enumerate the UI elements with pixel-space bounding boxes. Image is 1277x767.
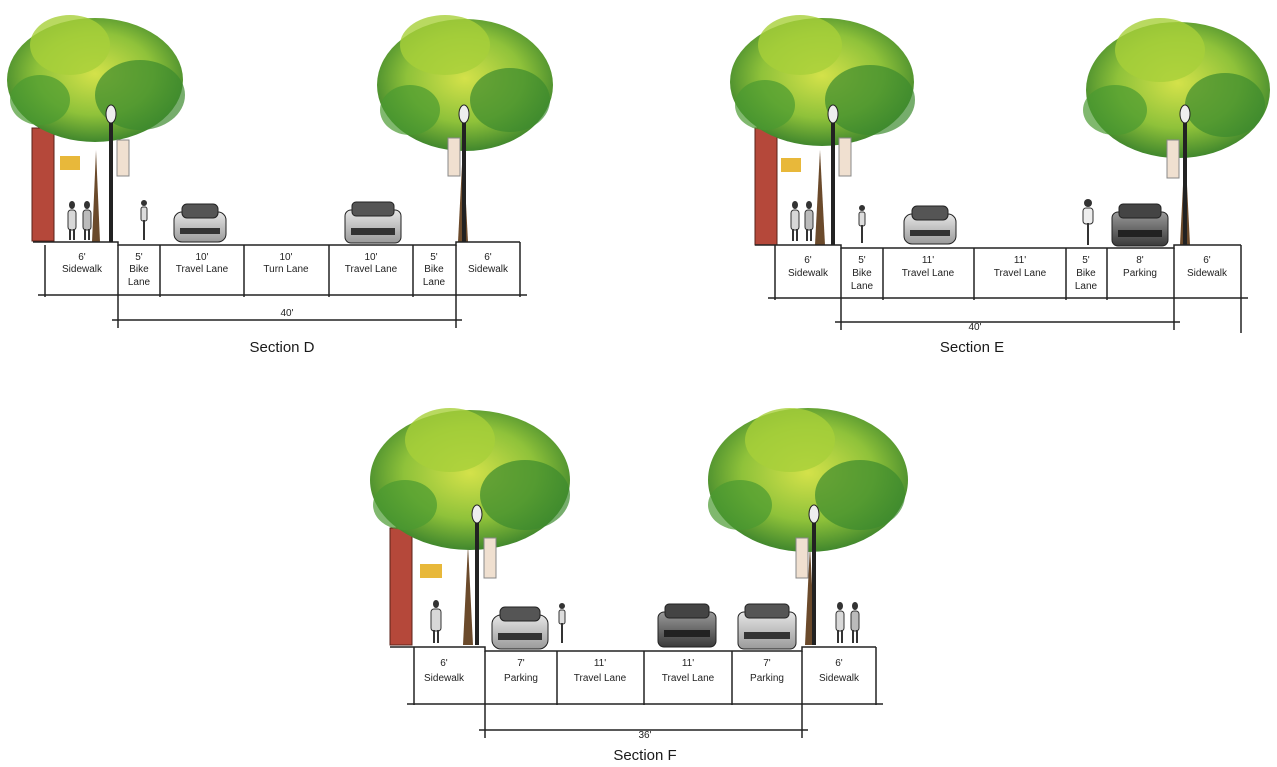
section-title: Section F [613,747,676,764]
lane-name: Travel Lane [662,673,715,684]
total-width: 40' [968,322,981,333]
lane-name: Bike [424,264,444,275]
shop-sign [420,564,442,578]
car-icon [737,603,797,650]
pedestrians-icon [790,201,814,241]
cyclist-icon [858,205,866,243]
street-lamp-icon [447,104,470,242]
lane-width: 5' [135,252,143,263]
car-icon [173,203,227,243]
lane-width: 10' [195,252,208,263]
car-icon [903,205,957,245]
lane-width: 7' [517,658,525,669]
total-width: 40' [280,308,293,319]
lane-name: Parking [504,673,538,684]
building [31,127,55,242]
lane-name: Travel Lane [574,673,627,684]
tree-icon [7,15,185,242]
cyclist-icon [140,200,148,240]
lane-name: Travel Lane [345,264,398,275]
section-profile [33,241,527,328]
lane-width: 6' [835,658,843,669]
lane-name: Sidewalk [62,264,103,275]
car-icon [657,603,717,648]
pedestrians-icon [430,600,442,643]
section-title: Section D [249,339,314,356]
lane-width: 5' [858,255,866,266]
tree-icon [708,408,908,645]
lane-width: 5' [1082,255,1090,266]
car-icon [1111,203,1169,247]
lane-name: Lane [128,277,151,288]
building [389,527,413,646]
shop-sign [781,158,801,172]
lane-width: 6' [1203,255,1211,266]
shop-sign [60,156,80,170]
lane-name: Bike [1076,268,1096,279]
section-title: Section E [940,339,1004,356]
lane-name: Sidewalk [788,268,829,279]
cyclist-icon [1082,199,1094,245]
lane-width: 6' [804,255,812,266]
lane-name: Turn Lane [263,264,309,275]
lane-width: 7' [763,658,771,669]
section-profile [755,244,1248,333]
street-lamp-icon [471,504,497,645]
lane-width: 6' [440,658,448,669]
lane-name: Lane [1075,281,1098,292]
tree-icon [377,15,553,242]
lane-name: Lane [423,277,446,288]
lane-width: 10' [279,252,292,263]
lane-width: 11' [922,255,934,266]
lane-name: Travel Lane [994,268,1047,279]
lane-name: Lane [851,281,874,292]
lane-width: 11' [1014,255,1026,266]
lane-labels: 6' Sidewalk 7' Parking 11' Travel Lane 1… [424,658,860,741]
tree-icon [1083,18,1270,245]
lane-name: Travel Lane [902,268,955,279]
lane-width: 6' [78,252,86,263]
car-icon [491,606,549,650]
car-icon [344,201,402,244]
lane-name: Travel Lane [176,264,229,275]
lane-width: 8' [1136,255,1144,266]
building [754,127,778,246]
street-lamp-icon [105,104,130,242]
street-lamp-icon [827,104,852,245]
lane-name: Sidewalk [424,673,465,684]
lane-width: 5' [430,252,438,263]
pedestrians-icon [67,201,92,240]
total-width: 36' [638,730,651,741]
lane-width: 6' [484,252,492,263]
lane-name: Bike [852,268,872,279]
section-d: 6' Sidewalk 5' Bike Lane 10' Travel Lane… [7,15,553,356]
lane-width: 10' [364,252,377,263]
lane-name: Sidewalk [819,673,860,684]
lane-labels: 6' Sidewalk 5' Bike Lane 11' Travel Lane… [788,255,1228,333]
tree-icon [730,15,915,245]
street-lamp-icon [795,504,820,645]
lane-name: Parking [750,673,784,684]
section-f: 6' Sidewalk 7' Parking 11' Travel Lane 1… [370,408,908,764]
lane-name: Bike [129,264,149,275]
tree-icon [370,408,570,645]
lane-width: 11' [594,658,606,669]
lane-name: Sidewalk [1187,268,1228,279]
street-lamp-icon [1166,104,1191,245]
cyclist-icon [558,603,566,643]
lane-width: 11' [682,658,694,669]
lane-name: Parking [1123,268,1157,279]
pedestrians-icon [835,602,860,643]
lane-labels: 6' Sidewalk 5' Bike Lane 10' Travel Lane… [62,252,509,319]
lane-name: Sidewalk [468,264,509,275]
section-e: 6' Sidewalk 5' Bike Lane 11' Travel Lane… [730,15,1270,356]
section-profile [390,646,883,738]
